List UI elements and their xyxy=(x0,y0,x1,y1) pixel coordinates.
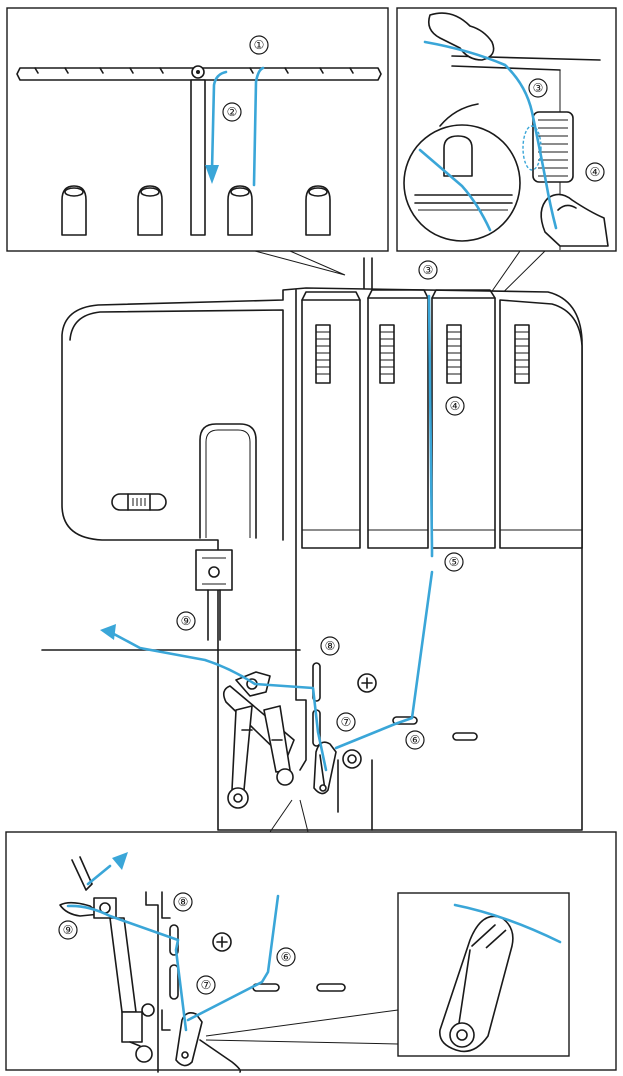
step-marker-7-zoom: ⑦ xyxy=(196,975,216,995)
thread-guide-zoom xyxy=(169,964,179,1000)
inset-thread-guide: ① ② xyxy=(6,7,389,252)
step-marker-9-zoom: ⑨ xyxy=(58,920,78,940)
svg-text:⑨: ⑨ xyxy=(181,614,192,628)
svg-text:③: ③ xyxy=(533,81,544,95)
tension-columns xyxy=(301,289,583,549)
step-marker-6-zoom: ⑥ xyxy=(276,947,296,967)
thread-path-tension xyxy=(418,40,558,232)
svg-text:⑦: ⑦ xyxy=(341,715,352,729)
svg-text:⑦: ⑦ xyxy=(201,978,212,992)
guide-rod xyxy=(190,79,206,236)
spool-pin xyxy=(61,185,87,236)
step-marker-8: ⑧ xyxy=(320,636,340,656)
spool-pin xyxy=(137,185,163,236)
spool-pin xyxy=(305,185,331,236)
svg-text:⑧: ⑧ xyxy=(325,639,336,653)
presser-foot-area xyxy=(41,549,301,651)
svg-text:⑥: ⑥ xyxy=(281,950,292,964)
svg-text:④: ④ xyxy=(590,165,601,179)
thread-direction-arrow xyxy=(205,165,219,184)
step-marker-3-main: ③ xyxy=(418,260,438,280)
thread-direction-arrow xyxy=(100,624,116,640)
step-marker-2: ② xyxy=(222,102,242,122)
inset-looper: ⑧ ⑨ ⑥ ⑦ xyxy=(5,831,617,1073)
svg-text:④: ④ xyxy=(450,399,461,413)
step-marker-3: ③ xyxy=(528,78,548,98)
callout-line xyxy=(254,250,346,276)
svg-text:①: ① xyxy=(254,38,265,52)
magnified-finger xyxy=(443,135,473,177)
svg-text:⑨: ⑨ xyxy=(63,923,74,937)
upper-hand xyxy=(427,12,495,61)
dial-highlight xyxy=(522,125,542,171)
guide-slot xyxy=(316,983,346,992)
step-marker-7: ⑦ xyxy=(336,712,356,732)
step-marker-6: ⑥ xyxy=(405,730,425,750)
cover-latch xyxy=(111,493,167,511)
guide-slots xyxy=(34,67,354,74)
svg-text:⑥: ⑥ xyxy=(410,733,421,747)
lower-hand xyxy=(540,193,609,247)
magnifier-circle xyxy=(403,124,521,242)
step-marker-9: ⑨ xyxy=(176,611,196,631)
thread-direction-arrow xyxy=(112,852,128,870)
front-cover xyxy=(69,309,284,541)
step-marker-8-zoom: ⑧ xyxy=(173,892,193,912)
svg-text:③: ③ xyxy=(423,263,434,277)
thread-path-guide xyxy=(210,66,265,187)
upper-looper-zoom xyxy=(93,897,155,1063)
thread-path-looper xyxy=(66,864,562,1032)
step-marker-4-main: ④ xyxy=(445,396,465,416)
svg-text:②: ② xyxy=(227,105,238,119)
svg-text:⑤: ⑤ xyxy=(449,555,460,569)
spool-pin xyxy=(227,185,253,236)
thread-path-main xyxy=(110,294,434,772)
step-marker-4: ④ xyxy=(585,162,605,182)
svg-text:⑧: ⑧ xyxy=(178,895,189,909)
inset-tension-dial: ③ ④ xyxy=(396,7,617,252)
callout-line xyxy=(269,799,309,833)
step-marker-5: ⑤ xyxy=(444,552,464,572)
serger-machine: ③ xyxy=(41,257,583,831)
tension-dials xyxy=(315,324,530,384)
step-marker-1: ① xyxy=(249,35,269,55)
guide-slot xyxy=(452,732,478,741)
looper-detail xyxy=(439,915,514,1053)
spool-pins xyxy=(61,185,331,236)
